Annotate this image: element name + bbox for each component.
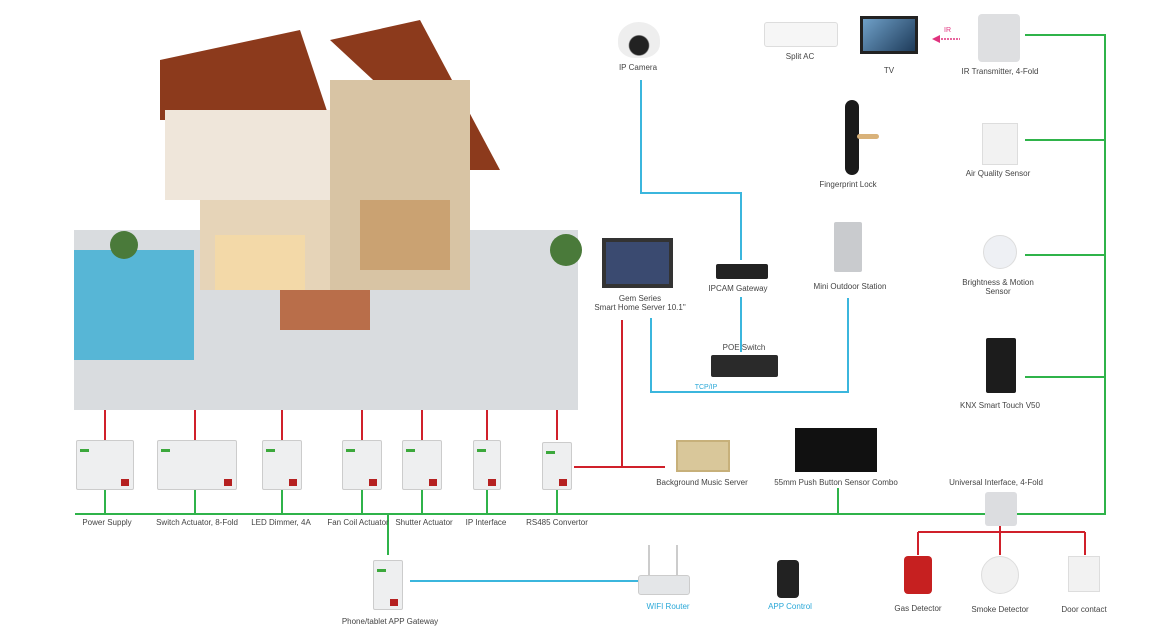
label-fan-coil: Fan Coil Actuator: [327, 518, 389, 527]
label-poe-switch: POE Switch: [722, 343, 766, 352]
outdoor-station-device[interactable]: [834, 222, 862, 272]
label-brightness-1: Brightness & Motion: [962, 278, 1034, 287]
label-ipcam-gateway: IPCAM Gateway: [708, 284, 768, 293]
air-quality-sensor-device[interactable]: [982, 123, 1018, 165]
smartphone-icon[interactable]: [777, 560, 799, 598]
label-door-contact: Door contact: [1061, 605, 1107, 614]
ir-label: IR: [944, 27, 951, 34]
shutter-actuator-device[interactable]: [402, 440, 442, 490]
label-shutter: Shutter Actuator: [395, 518, 453, 527]
label-gem-1: Gem Series: [618, 294, 662, 303]
wifi-router-icon[interactable]: [638, 575, 690, 595]
led-dimmer-device[interactable]: [262, 440, 302, 490]
label-air-quality: Air Quality Sensor: [965, 169, 1031, 178]
ir-transmitter-device[interactable]: [978, 14, 1020, 62]
label-tv: TV: [883, 66, 895, 75]
rs485-convertor-device[interactable]: [542, 442, 572, 490]
switch-actuator-device[interactable]: [157, 440, 237, 490]
knx-smart-touch-device[interactable]: [986, 338, 1016, 393]
label-ip-camera: IP Camera: [618, 63, 658, 72]
ir-arrow: IR: [932, 27, 960, 43]
gem-server-device[interactable]: [602, 238, 673, 288]
label-split-ac: Split AC: [785, 52, 815, 61]
label-ir-transmitter: IR Transmitter, 4-Fold: [961, 67, 1039, 76]
fingerprint-lock-icon[interactable]: [845, 100, 859, 175]
label-smoke-detector: Smoke Detector: [971, 605, 1029, 614]
smoke-detector-device[interactable]: [981, 556, 1019, 594]
ip-interface-device[interactable]: [473, 440, 501, 490]
label-led-dimmer: LED Dimmer, 4A: [251, 518, 311, 527]
poe-switch-device[interactable]: [711, 355, 778, 377]
power-supply-device[interactable]: [76, 440, 134, 490]
split-ac-icon[interactable]: [764, 22, 838, 47]
push-button-combo-device[interactable]: [795, 428, 877, 472]
tv-icon[interactable]: [860, 16, 918, 54]
label-fingerprint-lock: Fingerprint Lock: [819, 180, 877, 189]
label-brightness-2: Sensor: [985, 287, 1011, 296]
background-music-server-device[interactable]: [676, 440, 730, 472]
ipcam-gateway-device[interactable]: [716, 264, 768, 279]
label-push-button: 55mm Push Button Sensor Combo: [774, 478, 898, 487]
label-knx-touch: KNX Smart Touch V50: [960, 401, 1040, 410]
router-antenna: [648, 545, 650, 575]
universal-interface-device[interactable]: [985, 492, 1017, 526]
label-gas-detector: Gas Detector: [894, 604, 942, 613]
label-app-control: APP Control: [768, 602, 812, 611]
label-rs485: RS485 Convertor: [526, 518, 588, 527]
label-app-gateway: Phone/tablet APP Gateway: [341, 617, 439, 626]
label-universal-interface: Universal Interface, 4-Fold: [949, 478, 1043, 487]
fan-coil-actuator-device[interactable]: [342, 440, 382, 490]
door-contact-device[interactable]: [1068, 556, 1100, 592]
ip-camera-icon[interactable]: [618, 22, 660, 58]
label-wifi-router: WIFI Router: [646, 602, 690, 611]
label-outdoor-station: Mini Outdoor Station: [813, 282, 887, 291]
house-illustration: [74, 20, 582, 410]
brightness-motion-sensor-device[interactable]: [983, 235, 1017, 269]
label-music-server: Background Music Server: [656, 478, 748, 487]
label-tcpip: TCP/IP: [694, 384, 718, 391]
app-gateway-device[interactable]: [373, 560, 403, 610]
gas-detector-device[interactable]: [904, 556, 932, 594]
label-gem-2: Smart Home Server 10.1": [594, 303, 686, 312]
label-power-supply: Power Supply: [82, 518, 132, 527]
label-switch-actuator: Switch Actuator, 8-Fold: [156, 518, 238, 527]
lock-handle: [857, 134, 879, 139]
router-antenna: [676, 545, 678, 575]
label-ip-interface: IP Interface: [465, 518, 507, 527]
